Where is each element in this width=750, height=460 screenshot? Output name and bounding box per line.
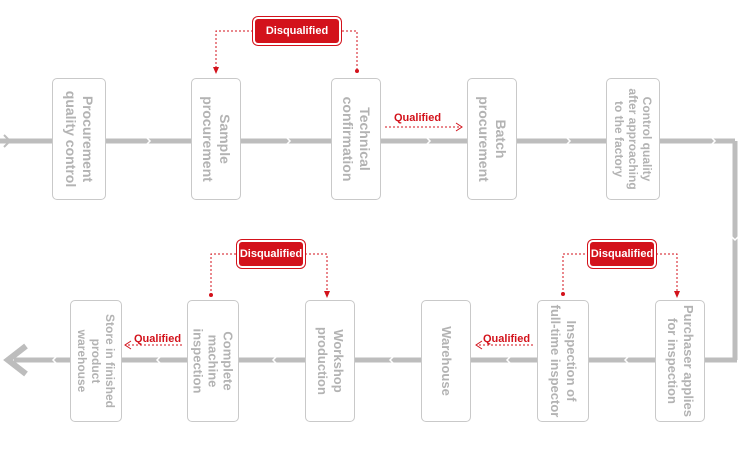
node-full-time-inspection: Inspection of full-time inspector (537, 300, 589, 422)
node-label-line: procurement (200, 96, 216, 182)
node-control-quality: Control quality after approaching to the… (606, 78, 660, 200)
node-label-line: to the factory (612, 100, 626, 178)
node-technical-confirmation: Technical confirmation (331, 78, 381, 200)
node-label-line: Warehouse (439, 326, 454, 396)
node-label-line: warehouse (75, 329, 89, 393)
node-label-line: procurement (476, 96, 492, 182)
arrowhead-down-icon (213, 67, 219, 74)
chevron-left-icon (271, 356, 277, 364)
end-arrow-icon (3, 343, 28, 377)
node-label-line: for inspection (665, 318, 680, 404)
node-batch-procurement: Batch procurement (467, 78, 517, 200)
node-label-line: full-time inspector (548, 304, 563, 418)
node-complete-machine-inspection: Complete machine inspection (187, 300, 239, 422)
node-warehouse: Warehouse (421, 300, 471, 422)
disqualified-badge-bottom-left: Disqualified (239, 242, 303, 266)
chevron-left-icon (505, 356, 511, 364)
node-workshop-production: Workshop production (305, 300, 355, 422)
chevron-down-icon (731, 236, 739, 242)
node-label-line: machine (205, 334, 221, 388)
loop-top-left (215, 30, 253, 70)
node-sample-procurement: Sample procurement (191, 78, 241, 200)
qualified-label-top: Qualified (394, 112, 442, 124)
node-label-line: Store in finished (103, 313, 117, 409)
arrowhead-down-icon (324, 291, 330, 298)
chevron-right-icon (286, 137, 292, 145)
node-purchaser-applies: Purchaser applies for inspection (655, 300, 705, 422)
chevron-left-icon (155, 356, 161, 364)
chevron-right-icon (566, 137, 572, 145)
loop-top-right (341, 30, 358, 70)
disqualified-badge-bottom-right: Disqualified (590, 242, 654, 266)
chevron-right-icon (426, 137, 432, 145)
disqualified-badge-top: Disqualified (255, 19, 339, 43)
node-label-line: Complete (220, 331, 236, 391)
top-chevrons (146, 137, 717, 145)
chevron-left-icon (623, 356, 629, 364)
loop-bottom-right-b (656, 253, 678, 293)
chevron-right-icon (146, 137, 152, 145)
node-label-line: Batch (493, 119, 509, 159)
node-label-line: inspection (190, 328, 206, 394)
dot-icon (561, 292, 565, 296)
dot-icon (355, 69, 359, 73)
chevron-left-icon (388, 356, 394, 364)
start-arrow-icon (3, 134, 12, 148)
node-store-finished-product: Store in finished product warehouse (70, 300, 122, 422)
node-label-line: production (315, 327, 330, 395)
node-label-line: product (89, 338, 103, 384)
chevron-right-icon (711, 137, 717, 145)
node-label-line: after approaching (626, 88, 640, 190)
loop-bottom-left-a (210, 253, 237, 295)
node-label-line: Workshop (331, 329, 346, 393)
arrowhead-right-icon (455, 122, 463, 132)
node-procurement-quality-control: Procurement quality control (52, 78, 106, 200)
qualified-label-bottom-right: Qualified (483, 333, 531, 345)
node-label-line: confirmation (340, 96, 356, 182)
bottom-chevrons (51, 356, 629, 364)
node-label-line: Sample (217, 114, 233, 164)
qualified-label-bottom-left: Qualified (134, 333, 182, 345)
node-label-line: Purchaser applies (681, 305, 696, 417)
arrowhead-down-icon (674, 291, 680, 298)
node-label-line: Procurement (80, 95, 96, 183)
node-label-line: Control quality (640, 96, 654, 182)
loop-markers (209, 67, 680, 298)
dot-icon (209, 293, 213, 297)
node-label-line: quality control (63, 90, 79, 188)
loop-bottom-right-a (562, 253, 588, 294)
node-label-line: Technical (357, 107, 373, 171)
arrowhead-left-icon (475, 340, 483, 350)
chevron-left-icon (51, 356, 57, 364)
loop-bottom-left-b (305, 253, 328, 293)
node-label-line: Inspection of (564, 320, 579, 402)
arrowhead-left-icon (124, 340, 132, 350)
